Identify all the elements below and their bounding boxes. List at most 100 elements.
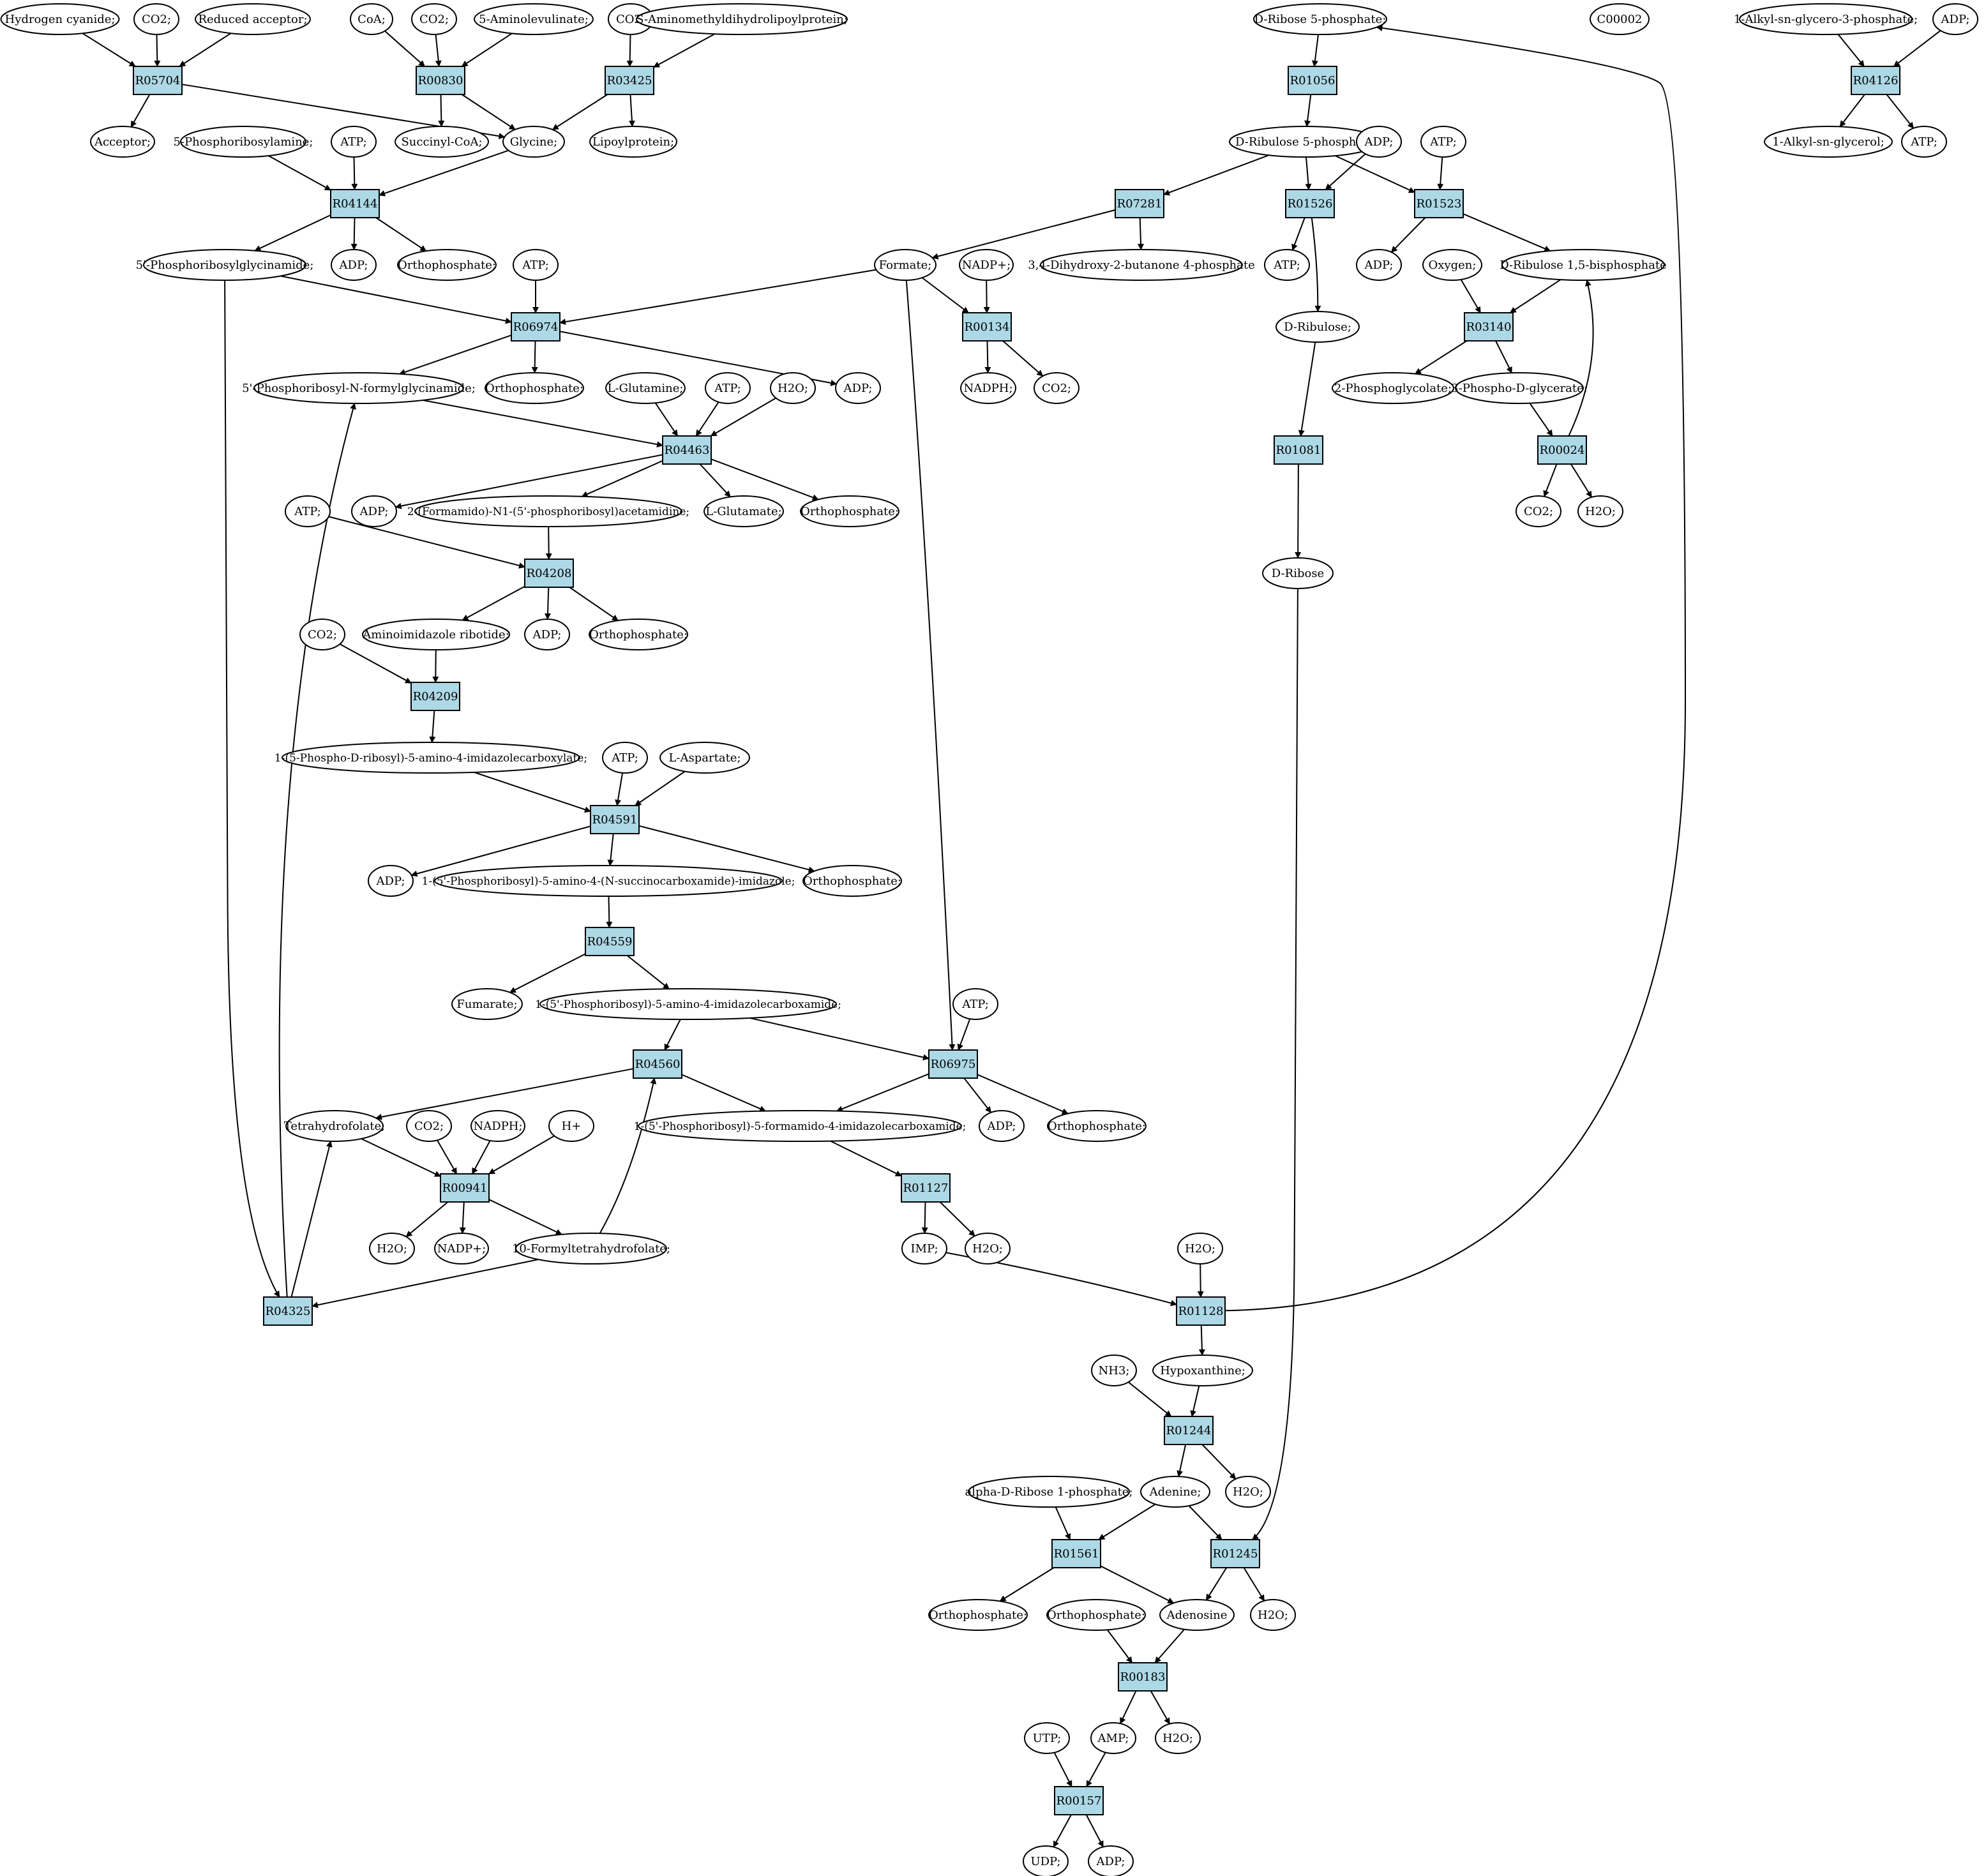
metabolite-node-adp-h[interactable]: ADP;: [1356, 249, 1402, 281]
metabolite-node-saml[interactable]: S-Aminomethyldihydrolipoylprotein;: [636, 3, 848, 35]
metabolite-node-adp-c[interactable]: ADP;: [351, 495, 397, 527]
metabolite-node-pi-b[interactable]: Orthophosphate;: [485, 372, 584, 404]
reaction-node-R00157[interactable]: R00157: [1054, 1786, 1104, 1815]
reaction-node-R01081[interactable]: R01081: [1274, 435, 1323, 465]
metabolite-node-coa[interactable]: CoA;: [350, 3, 393, 35]
metabolite-node-adp-b[interactable]: ADP;: [835, 372, 881, 404]
metabolite-node-imp[interactable]: IMP;: [901, 1233, 947, 1264]
metabolite-node-adp-a[interactable]: ADP;: [331, 249, 377, 281]
metabolite-node-atp-i[interactable]: ATP;: [1901, 126, 1947, 158]
metabolite-node-adp-d[interactable]: ADP;: [524, 619, 570, 650]
reaction-node-R04463[interactable]: R04463: [662, 435, 712, 465]
reaction-node-R04144[interactable]: R04144: [330, 189, 380, 218]
metabolite-node-ribulose[interactable]: D-Ribulose;: [1275, 311, 1360, 343]
metabolite-node-co2-b[interactable]: CO2;: [411, 3, 457, 35]
metabolite-node-r5p[interactable]: D-Ribose 5-phosphate;: [1253, 3, 1387, 35]
metabolite-node-thf[interactable]: Tetrahydrofolate;: [284, 1110, 386, 1142]
reaction-node-R07281[interactable]: R07281: [1115, 189, 1164, 218]
reaction-node-R00024[interactable]: R00024: [1537, 435, 1587, 465]
metabolite-node-atp-d[interactable]: ATP;: [285, 495, 331, 527]
metabolite-node-formate[interactable]: Formate;: [874, 249, 937, 281]
metabolite-node-asp[interactable]: L-Aspartate;: [659, 742, 750, 774]
metabolite-node-aicar[interactable]: 1-(5'-Phosphoribosyl)-5-amino-4-imidazol…: [535, 988, 841, 1020]
reaction-node-R04560[interactable]: R04560: [633, 1049, 682, 1079]
reaction-node-R01128[interactable]: R01128: [1176, 1296, 1226, 1326]
metabolite-node-rubp[interactable]: D-Ribulose 1,5-bisphosphate: [1500, 249, 1667, 281]
metabolite-node-atp-a[interactable]: ATP;: [331, 126, 377, 158]
reaction-node-R04126[interactable]: R04126: [1851, 66, 1900, 95]
metabolite-node-pi-e[interactable]: Orthophosphate;: [802, 865, 902, 897]
metabolite-node-co2-f[interactable]: CO2;: [1034, 372, 1080, 404]
metabolite-node-adenosine[interactable]: Adenosine: [1159, 1599, 1235, 1631]
metabolite-node-adp-g[interactable]: ADP;: [1356, 126, 1402, 158]
reaction-node-R01561[interactable]: R01561: [1051, 1539, 1101, 1568]
metabolite-node-pi-f[interactable]: Orthophosphate;: [1047, 1110, 1147, 1142]
reaction-node-R01526[interactable]: R01526: [1285, 189, 1335, 218]
metabolite-node-fum[interactable]: Fumarate;: [451, 988, 523, 1020]
reaction-node-R01523[interactable]: R01523: [1414, 189, 1464, 218]
metabolite-node-glycine[interactable]: Glycine;: [502, 126, 565, 158]
metabolite-node-atp-h[interactable]: ATP;: [1264, 249, 1310, 281]
reaction-node-R05704[interactable]: R05704: [133, 66, 183, 95]
metabolite-node-10fthf[interactable]: 10-Formyltetrahydrofolate;: [512, 1233, 670, 1264]
metabolite-node-nh3[interactable]: NH3;: [1091, 1354, 1137, 1386]
metabolite-node-atp-g[interactable]: ATP;: [1420, 126, 1466, 158]
metabolite-node-h2o-a[interactable]: H2O;: [770, 372, 816, 404]
reaction-node-R03425[interactable]: R03425: [605, 66, 654, 95]
metabolite-node-co2-c[interactable]: CO2;: [608, 3, 654, 35]
metabolite-node-faicar[interactable]: 1-(5'-Phosphoribosyl)-5-formamido-4-imid…: [634, 1110, 967, 1142]
metabolite-node-redacc[interactable]: Reduced acceptor;: [195, 3, 311, 35]
metabolite-node-cair[interactable]: 1-(5-Phospho-D-ribosyl)-5-amino-4-imidaz…: [275, 742, 587, 774]
metabolite-node-atp-f[interactable]: ATP;: [952, 988, 998, 1020]
metabolite-node-co2-g[interactable]: CO2;: [1516, 495, 1561, 527]
metabolite-node-adp-j[interactable]: ADP;: [1088, 1845, 1134, 1876]
reaction-node-R06975[interactable]: R06975: [928, 1049, 978, 1079]
metabolite-node-ala[interactable]: 5-Aminolevulinate;: [474, 3, 594, 35]
reaction-node-R04209[interactable]: R04209: [410, 682, 460, 711]
metabolite-node-2pg[interactable]: 2-Phosphoglycolate;: [1332, 372, 1454, 404]
metabolite-node-co2-a[interactable]: CO2;: [133, 3, 179, 35]
reaction-node-R01056[interactable]: R01056: [1288, 66, 1337, 95]
reaction-node-R04325[interactable]: R04325: [263, 1296, 313, 1326]
metabolite-node-lipoyl[interactable]: Lipoylprotein;: [589, 126, 677, 158]
metabolite-node-succoa[interactable]: Succinyl-CoA;: [395, 126, 489, 158]
metabolite-node-co2-e[interactable]: CO2;: [406, 1110, 452, 1142]
metabolite-node-hplus[interactable]: H+: [548, 1110, 594, 1142]
reaction-node-R01244[interactable]: R01244: [1164, 1416, 1214, 1445]
metabolite-node-nadp-a[interactable]: NADP+;: [434, 1233, 489, 1264]
reaction-node-R00941[interactable]: R00941: [440, 1173, 490, 1203]
metabolite-node-pi-d[interactable]: Orthophosphate;: [589, 619, 688, 650]
reaction-node-R04559[interactable]: R04559: [585, 927, 635, 956]
reaction-node-R04591[interactable]: R04591: [590, 805, 640, 834]
metabolite-node-5pra[interactable]: 5-Phosphoribosylamine;: [173, 126, 313, 158]
metabolite-node-ribose[interactable]: D-Ribose: [1262, 557, 1334, 589]
metabolite-node-h2o-c[interactable]: H2O;: [965, 1233, 1011, 1264]
metabolite-node-pi-h[interactable]: Orthophosphate;: [1046, 1599, 1146, 1631]
metabolite-node-udp[interactable]: UDP;: [1023, 1845, 1069, 1876]
metabolite-node-atp-c[interactable]: ATP;: [705, 372, 751, 404]
metabolite-node-pi-c[interactable]: Orthophosphate;: [800, 495, 899, 527]
metabolite-node-alkylg3p[interactable]: 1-Alkyl-sn-glycero-3-phosphate;: [1734, 3, 1918, 35]
reaction-node-R00830[interactable]: R00830: [416, 66, 465, 95]
reaction-node-R01127[interactable]: R01127: [901, 1173, 951, 1203]
metabolite-node-nadph-a[interactable]: NADPH;: [470, 1110, 525, 1142]
metabolite-node-dhbp[interactable]: 3,4-Dihydroxy-2-butanone 4-phosphate: [1028, 249, 1255, 281]
reaction-node-R01245[interactable]: R01245: [1210, 1539, 1260, 1568]
metabolite-node-atp-b[interactable]: ATP;: [513, 249, 559, 281]
metabolite-node-ar1p[interactable]: alpha-D-Ribose 1-phosphate;: [965, 1476, 1133, 1508]
metabolite-node-adp-f[interactable]: ADP;: [979, 1110, 1025, 1142]
metabolite-node-atp-e[interactable]: ATP;: [602, 742, 648, 774]
metabolite-node-h2o-b[interactable]: H2O;: [369, 1233, 415, 1264]
metabolite-node-h2o-h[interactable]: H2O;: [1155, 1722, 1201, 1754]
metabolite-node-glu[interactable]: L-Glutamate;: [703, 495, 784, 527]
metabolite-node-ru5p[interactable]: D-Ribulose 5-phosphate: [1229, 126, 1381, 158]
metabolite-node-air[interactable]: Aminoimidazole ribotide;: [362, 619, 510, 650]
reaction-node-R04208[interactable]: R04208: [524, 559, 574, 588]
metabolite-node-acceptor[interactable]: Acceptor;: [90, 126, 155, 158]
metabolite-node-h2o-f[interactable]: H2O;: [1225, 1476, 1271, 1508]
metabolite-node-saicar[interactable]: 1-(5'-Phosphoribosyl)-5-amino-4-(N-succi…: [422, 865, 795, 897]
metabolite-node-h2o-g[interactable]: H2O;: [1250, 1599, 1296, 1631]
metabolite-node-adp-e[interactable]: ADP;: [368, 865, 414, 897]
metabolite-node-gln[interactable]: L-Glutamine;: [605, 372, 686, 404]
metabolite-node-c00002[interactable]: C00002: [1590, 3, 1650, 35]
